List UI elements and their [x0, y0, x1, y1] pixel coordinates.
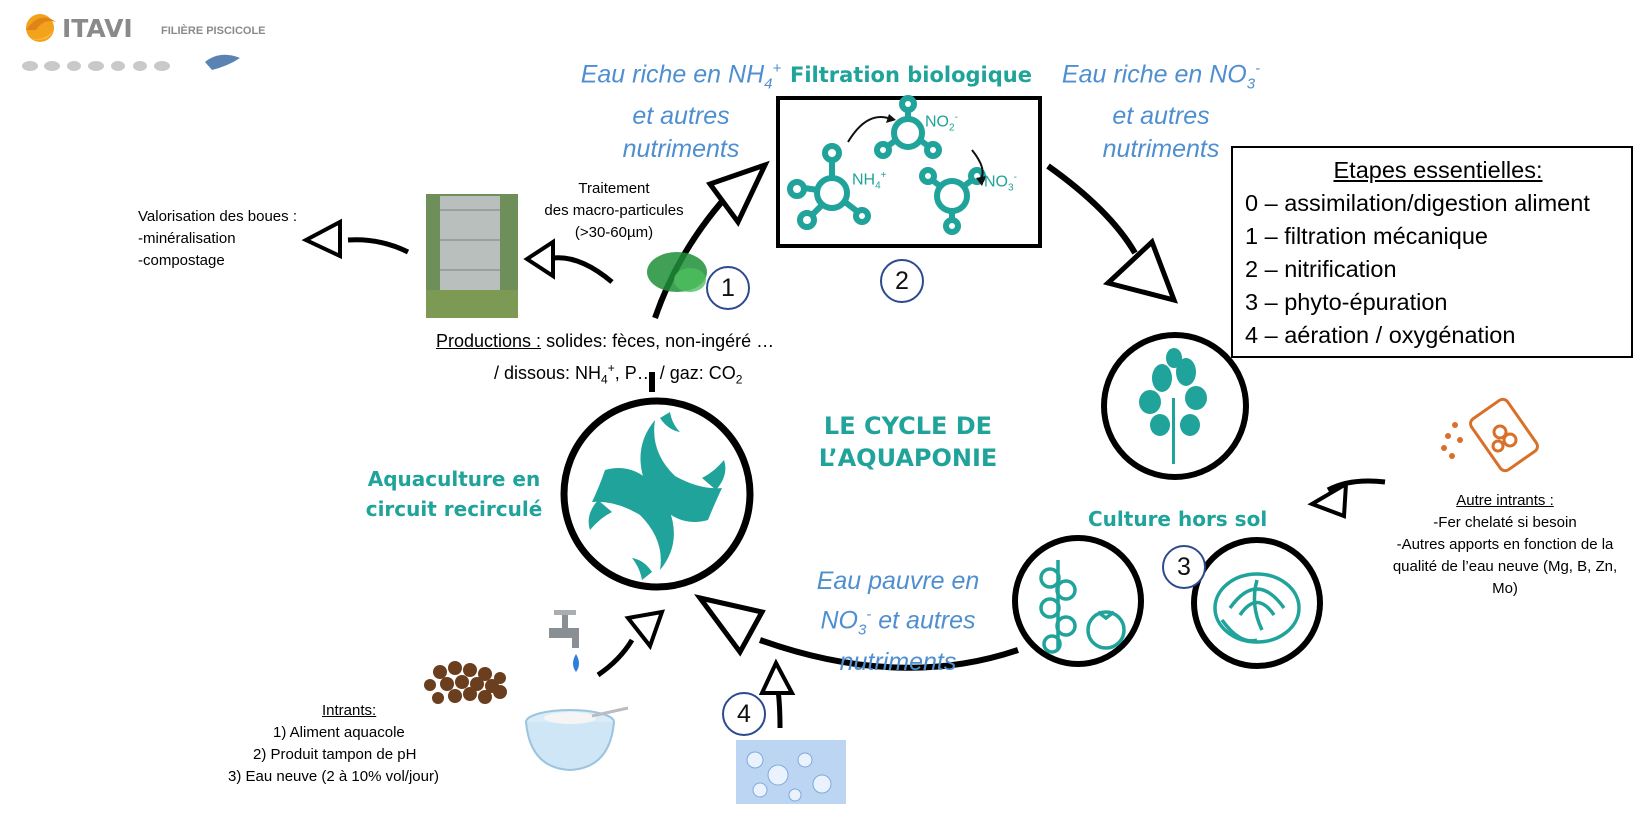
- no2-molecule-icon: [874, 95, 942, 159]
- logo-sun-icon: [26, 14, 56, 42]
- logo-animals-icon: [22, 54, 240, 71]
- essential-steps-box: Etapes essentielles: 0 – assimilation/di…: [1231, 146, 1633, 358]
- arrow-to-culture: [1102, 237, 1179, 304]
- steps-item: 3 – phyto-épuration: [1245, 289, 1448, 315]
- flow-label-no3: Eau riche en NO3- et autres nutriments: [1061, 60, 1261, 164]
- arrow-to-sludge-treatment: [523, 238, 555, 280]
- logo-brand: ITAVI: [62, 14, 133, 43]
- arrow-to-biofilter: [705, 160, 770, 227]
- buffer-bowl-icon: [525, 706, 629, 772]
- tomato-plant-icon: [1039, 560, 1126, 654]
- treatment-label: Traitement des macro-particules (>30-60µ…: [544, 180, 684, 241]
- cabbage-icon: [1213, 572, 1301, 644]
- fertilizer-grains-icon: [1441, 422, 1463, 459]
- culture-label: Culture hors sol: [1088, 507, 1268, 531]
- no2-label: NO2-: [925, 112, 958, 134]
- no3-label: NO3-: [984, 172, 1017, 194]
- arrow-other-inputs: [1307, 480, 1349, 519]
- steps-item: 1 – filtration mécanique: [1245, 223, 1488, 249]
- steps-item: 2 – nitrification: [1245, 256, 1397, 282]
- steps-item: 4 – aération / oxygénation: [1245, 322, 1516, 348]
- step-number-1: 1: [706, 266, 750, 310]
- sludge-bag-photo: [426, 194, 518, 318]
- logo-tagline: FILIÈRE PISCICOLE: [161, 25, 266, 37]
- arrow-aeration: [758, 658, 796, 695]
- step-number-3: 3: [1162, 545, 1206, 589]
- arrow-to-sludge-valorisation: [301, 218, 342, 260]
- productions-label: Productions : solides: fèces, non-ingéré…: [436, 331, 775, 387]
- step-number-4: 4: [722, 692, 766, 736]
- flow-label-nh4: Eau riche en NH4+ et autres nutriments: [580, 60, 782, 164]
- feed-pellets-icon: [424, 661, 507, 704]
- arrow-inputs: [624, 609, 666, 651]
- flow-label-poor-water: Eau pauvre en NO3- et autres nutriments: [816, 567, 980, 677]
- tomato-circle: [1012, 535, 1144, 667]
- sludge-label: Valorisation des boues : -minéralisation…: [138, 208, 297, 269]
- arrow-to-aquaculture: [693, 594, 766, 657]
- steps-title: Etapes essentielles:: [1333, 157, 1543, 183]
- lettuce-plant-icon: [1139, 348, 1207, 464]
- aquaculture-label: Aquaculture en circuit recirculé: [365, 467, 543, 521]
- other-inputs-label: Autre intrants : -Fer chelaté si besoin …: [1392, 492, 1618, 597]
- step-number-2: 2: [880, 259, 924, 303]
- biofilter-title: Filtration biologique: [790, 63, 1032, 87]
- inputs-label: Intrants: 1) Aliment aquacole 2) Produit…: [228, 702, 439, 785]
- cycle-title: LE CYCLE DE L’AQUAPONIE: [818, 412, 998, 472]
- fertilizer-bag-icon: [1469, 397, 1539, 473]
- reaction-arrow-icon: [847, 116, 889, 143]
- steps-item: 0 – assimilation/digestion aliment: [1245, 190, 1590, 216]
- fish-icon: [588, 412, 726, 580]
- filter-particle-icon: [647, 252, 707, 292]
- nh4-molecule-icon: [787, 143, 871, 230]
- nh4-label: NH4+: [852, 170, 887, 192]
- air-bubbles-icon: [736, 740, 846, 804]
- water-tap-icon: [549, 610, 579, 672]
- biofilter-box: [776, 96, 1042, 248]
